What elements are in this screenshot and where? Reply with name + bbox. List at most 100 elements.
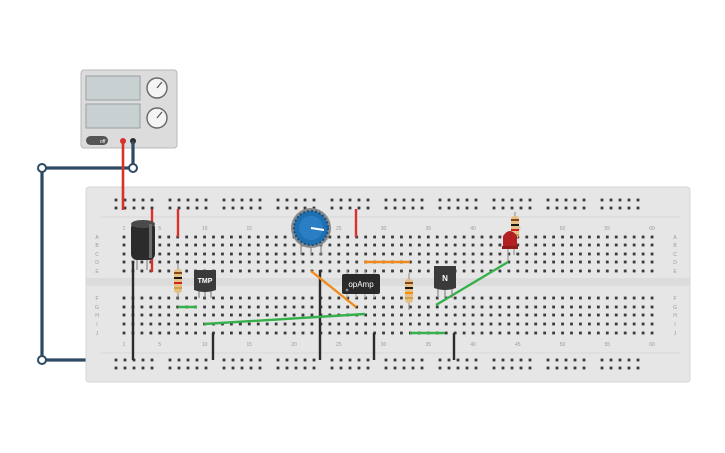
breadboard-hole[interactable] bbox=[534, 252, 538, 256]
breadboard-hole[interactable] bbox=[168, 366, 172, 370]
breadboard-hole[interactable] bbox=[525, 296, 529, 300]
breadboard-hole[interactable] bbox=[328, 269, 332, 273]
breadboard-hole[interactable] bbox=[256, 296, 260, 300]
power-supply[interactable]: off bbox=[80, 69, 178, 149]
breadboard-hole[interactable] bbox=[274, 313, 278, 317]
breadboard-hole[interactable] bbox=[534, 235, 538, 239]
breadboard-hole[interactable] bbox=[411, 198, 415, 202]
breadboard-hole[interactable] bbox=[641, 331, 645, 335]
breadboard-hole[interactable] bbox=[203, 260, 206, 264]
breadboard-hole[interactable] bbox=[435, 252, 439, 256]
breadboard-hole[interactable] bbox=[447, 198, 451, 202]
breadboard-hole[interactable] bbox=[546, 198, 550, 202]
breadboard-hole[interactable] bbox=[444, 243, 448, 247]
breadboard-hole[interactable] bbox=[185, 331, 189, 335]
breadboard-hole[interactable] bbox=[561, 252, 564, 256]
breadboard-hole[interactable] bbox=[400, 305, 403, 309]
breadboard-hole[interactable] bbox=[373, 322, 376, 326]
breadboard-hole[interactable] bbox=[426, 313, 430, 317]
breadboard-hole[interactable] bbox=[212, 243, 215, 247]
breadboard-hole[interactable] bbox=[310, 322, 314, 326]
breadboard-hole[interactable] bbox=[346, 322, 350, 326]
breadboard-hole[interactable] bbox=[480, 269, 484, 273]
breadboard-hole[interactable] bbox=[564, 206, 568, 210]
breadboard-hole[interactable] bbox=[471, 322, 475, 326]
breadboard-hole[interactable] bbox=[579, 252, 582, 256]
breadboard-hole[interactable] bbox=[420, 206, 424, 210]
breadboard-hole[interactable] bbox=[614, 322, 618, 326]
breadboard-hole[interactable] bbox=[650, 269, 654, 273]
breadboard-hole[interactable] bbox=[561, 243, 564, 247]
breadboard-hole[interactable] bbox=[366, 358, 370, 362]
breadboard-hole[interactable] bbox=[525, 235, 529, 239]
breadboard-hole[interactable] bbox=[614, 331, 618, 335]
breadboard-hole[interactable] bbox=[339, 206, 343, 210]
breadboard-hole[interactable] bbox=[543, 313, 547, 317]
breadboard-hole[interactable] bbox=[319, 260, 323, 264]
breadboard-hole[interactable] bbox=[194, 260, 197, 264]
breadboard-hole[interactable] bbox=[274, 269, 278, 273]
breadboard-hole[interactable] bbox=[474, 206, 478, 210]
breadboard-hole[interactable] bbox=[382, 331, 385, 335]
breadboard-hole[interactable] bbox=[355, 260, 359, 264]
breadboard-hole[interactable] bbox=[462, 296, 466, 300]
breadboard-hole[interactable] bbox=[650, 296, 654, 300]
breadboard-hole[interactable] bbox=[357, 198, 361, 202]
breadboard-hole[interactable] bbox=[453, 313, 457, 317]
breadboard-hole[interactable] bbox=[555, 198, 559, 202]
breadboard-hole[interactable] bbox=[528, 366, 532, 370]
breadboard-hole[interactable] bbox=[312, 358, 316, 362]
breadboard-hole[interactable] bbox=[400, 322, 403, 326]
breadboard-hole[interactable] bbox=[614, 260, 618, 264]
breadboard-hole[interactable] bbox=[417, 296, 421, 300]
breadboard-hole[interactable] bbox=[507, 305, 511, 309]
breadboard-hole[interactable] bbox=[489, 296, 493, 300]
breadboard-hole[interactable] bbox=[283, 243, 287, 247]
breadboard-hole[interactable] bbox=[328, 296, 332, 300]
breadboard-hole[interactable] bbox=[247, 331, 251, 335]
breadboard-hole[interactable] bbox=[265, 305, 269, 309]
breadboard-hole[interactable] bbox=[435, 322, 439, 326]
breadboard-hole[interactable] bbox=[265, 296, 269, 300]
breadboard-hole[interactable] bbox=[195, 206, 199, 210]
breadboard-hole[interactable] bbox=[230, 235, 233, 239]
breadboard-hole[interactable] bbox=[167, 252, 171, 256]
breadboard-hole[interactable] bbox=[516, 243, 520, 247]
breadboard-hole[interactable] bbox=[510, 206, 514, 210]
breadboard-hole[interactable] bbox=[627, 358, 631, 362]
breadboard-hole[interactable] bbox=[614, 252, 618, 256]
breadboard-hole[interactable] bbox=[301, 322, 305, 326]
breadboard-hole[interactable] bbox=[355, 305, 359, 309]
breadboard-hole[interactable] bbox=[176, 305, 180, 309]
breadboard-hole[interactable] bbox=[516, 322, 520, 326]
breadboard-hole[interactable] bbox=[561, 322, 564, 326]
breadboard-hole[interactable] bbox=[177, 358, 181, 362]
breadboard-hole[interactable] bbox=[141, 206, 145, 210]
breadboard-hole[interactable] bbox=[546, 366, 550, 370]
breadboard-hole[interactable] bbox=[373, 235, 376, 239]
breadboard-hole[interactable] bbox=[411, 206, 415, 210]
breadboard-hole[interactable] bbox=[247, 243, 251, 247]
breadboard-hole[interactable] bbox=[400, 269, 403, 273]
breadboard-hole[interactable] bbox=[426, 269, 430, 273]
breadboard-hole[interactable] bbox=[247, 313, 251, 317]
breadboard-hole[interactable] bbox=[605, 243, 609, 247]
breadboard-hole[interactable] bbox=[489, 260, 493, 264]
breadboard-hole[interactable] bbox=[582, 206, 586, 210]
breadboard-hole[interactable] bbox=[221, 235, 224, 239]
breadboard-hole[interactable] bbox=[346, 269, 350, 273]
breadboard-hole[interactable] bbox=[247, 252, 251, 256]
breadboard-hole[interactable] bbox=[204, 358, 208, 362]
breadboard-hole[interactable] bbox=[285, 358, 289, 362]
breadboard-hole[interactable] bbox=[292, 322, 296, 326]
breadboard-hole[interactable] bbox=[238, 252, 242, 256]
breadboard-hole[interactable] bbox=[366, 206, 370, 210]
breadboard-hole[interactable] bbox=[456, 206, 460, 210]
breadboard-hole[interactable] bbox=[230, 313, 233, 317]
breadboard-hole[interactable] bbox=[456, 358, 460, 362]
breadboard-hole[interactable] bbox=[140, 305, 144, 309]
breadboard-hole[interactable] bbox=[123, 198, 127, 202]
breadboard-hole[interactable] bbox=[627, 198, 631, 202]
breadboard-hole[interactable] bbox=[283, 305, 287, 309]
breadboard-hole[interactable] bbox=[426, 322, 430, 326]
